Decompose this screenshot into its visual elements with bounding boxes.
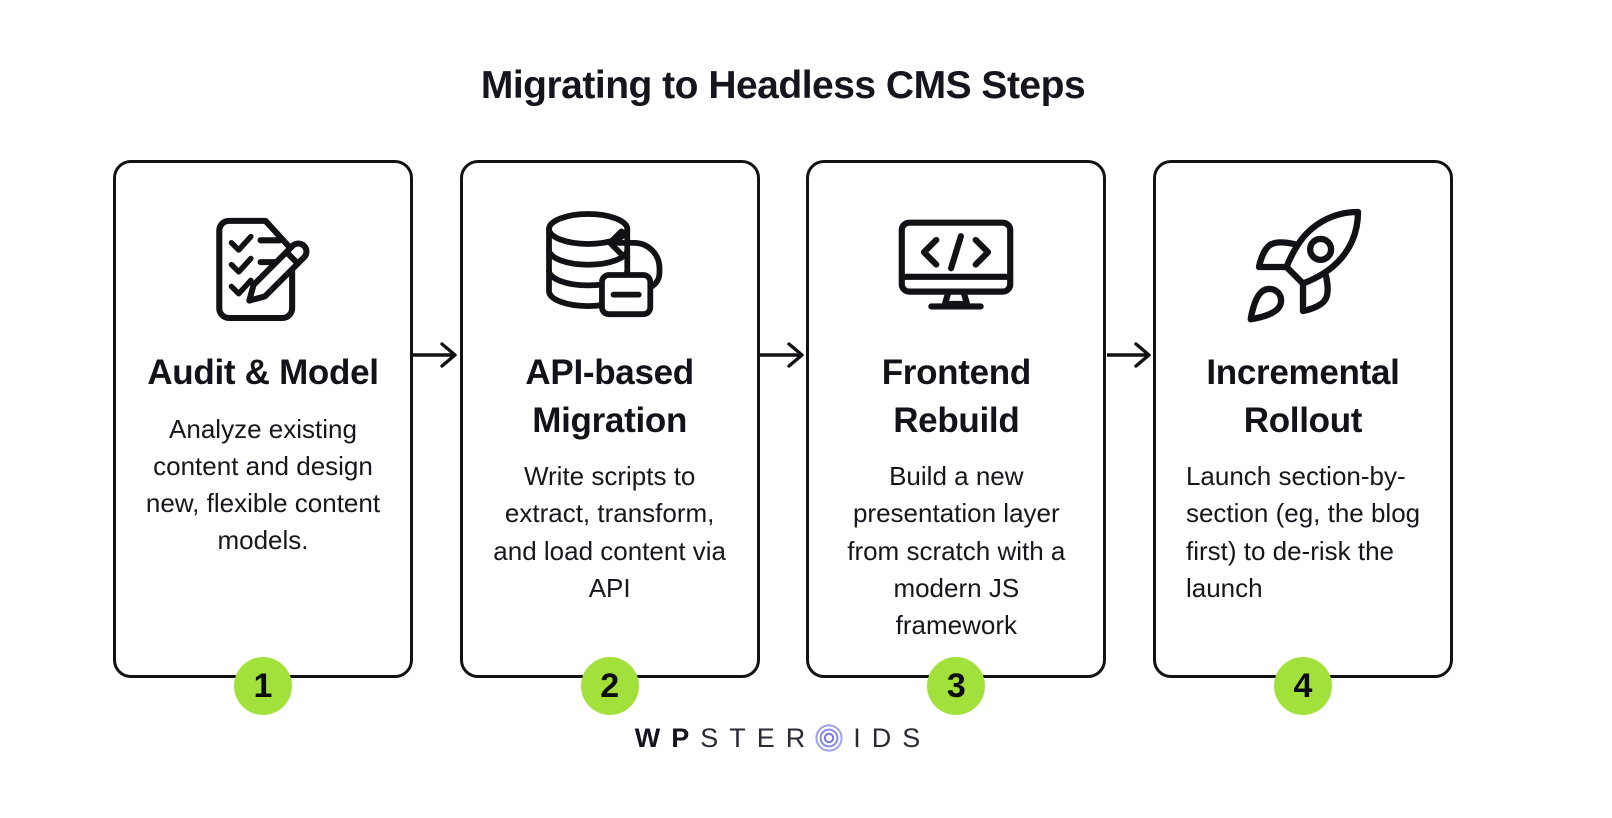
step-description: Build a new presentation layer from scra…	[847, 461, 1066, 640]
step-card-api-migration: API-based Migration Write scripts to ext…	[459, 160, 760, 715]
checklist-pencil-icon	[116, 201, 410, 333]
step-title: API-based Migration	[525, 353, 694, 440]
brand-prefix: WP	[634, 722, 701, 753]
step-number-badge: 1	[234, 657, 292, 715]
brand-mid: STER	[700, 722, 817, 753]
step-card-incremental-rollout: Incremental Rollout Launch section-by-se…	[1152, 160, 1453, 715]
arrow-right-icon	[759, 160, 806, 678]
step-description: Analyze existing content and design new,…	[145, 413, 381, 556]
page-title: Migrating to Headless CMS Steps	[480, 64, 1086, 107]
brand-suffix: IDS	[853, 722, 932, 753]
step-card-audit-model: Audit & Model Analyze existing content a…	[113, 160, 413, 715]
arrow-right-icon	[1106, 160, 1153, 678]
step-number-badge: 2	[580, 657, 639, 715]
step-description: Write scripts to extract, transform, and…	[493, 461, 727, 603]
concentric-circles-icon	[815, 724, 843, 752]
database-sync-icon	[463, 201, 757, 333]
step-card-frontend-rebuild: Frontend Rebuild Build a new presentatio…	[806, 160, 1107, 715]
arrow-right-icon	[413, 160, 459, 678]
step-title: Incremental Rollout	[1206, 353, 1400, 440]
step-number-badge: 3	[927, 657, 986, 715]
rocket-icon	[1156, 201, 1450, 333]
step-description: Launch section-by-section (eg, the blog …	[1185, 461, 1421, 603]
step-title: Audit & Model	[147, 353, 379, 392]
step-number-badge: 4	[1273, 657, 1332, 715]
step-title: Frontend Rebuild	[881, 353, 1032, 440]
code-monitor-icon	[809, 201, 1103, 333]
steps-row: Audit & Model Analyze existing content a…	[113, 160, 1453, 715]
